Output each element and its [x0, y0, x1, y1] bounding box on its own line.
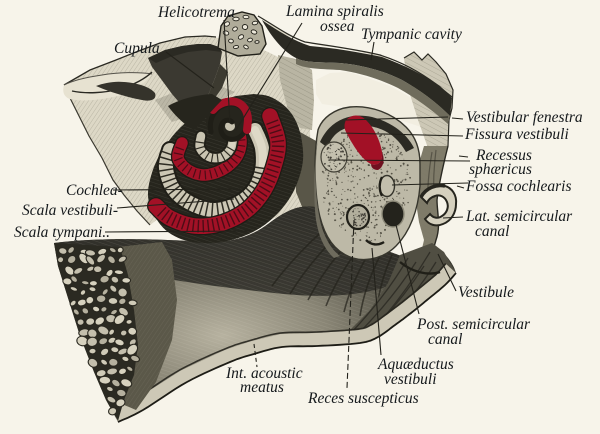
svg-text:ossea: ossea [320, 18, 355, 35]
svg-text:Fossa cochlearis: Fossa cochlearis [465, 178, 571, 195]
svg-text:vestibuli: vestibuli [384, 371, 437, 388]
svg-text:Tympanic cavity: Tympanic cavity [361, 26, 462, 43]
svg-text:meatus: meatus [240, 379, 284, 396]
svg-text:canal: canal [428, 331, 462, 348]
svg-text:Scala vestibuli-: Scala vestibuli- [22, 202, 118, 219]
svg-text:Cochlea-: Cochlea- [66, 182, 123, 199]
svg-text:Vestibule: Vestibule [458, 284, 514, 301]
svg-text:Reces suscepticus: Reces suscepticus [307, 390, 419, 407]
svg-text:Recessus: Recessus [475, 147, 532, 164]
svg-text:Lat. semicircular: Lat. semicircular [465, 208, 573, 225]
svg-text:Lamina spiralis: Lamina spiralis [285, 3, 384, 20]
svg-text:Aquæductus: Aquæductus [377, 356, 454, 373]
svg-text:canal: canal [475, 223, 509, 240]
svg-text:Scala tympani..: Scala tympani.. [14, 224, 110, 241]
svg-text:Fissura vestibuli: Fissura vestibuli [464, 126, 569, 143]
svg-text:Helicotrema: Helicotrema [157, 4, 235, 21]
svg-text:Post. semicircular: Post. semicircular [416, 316, 531, 333]
svg-text:Cupula: Cupula [114, 40, 160, 57]
svg-text:Vestibular fenestra: Vestibular fenestra [466, 109, 583, 126]
svg-text:Int. acoustic: Int. acoustic [225, 365, 303, 382]
svg-text:sphæricus: sphæricus [469, 161, 532, 178]
